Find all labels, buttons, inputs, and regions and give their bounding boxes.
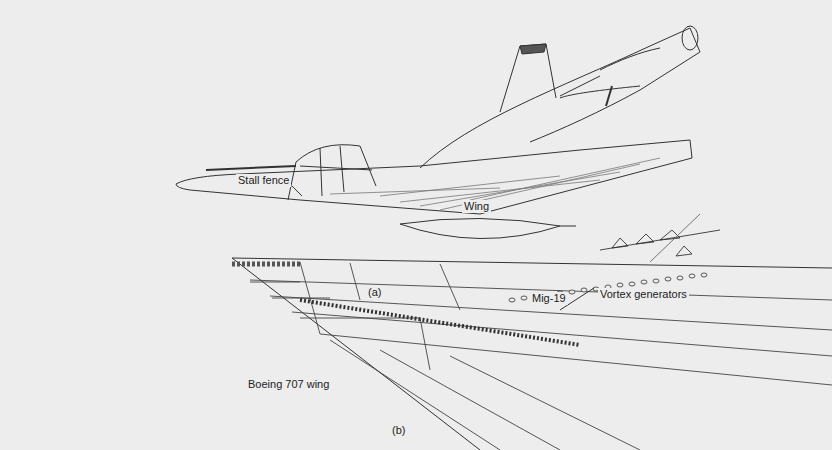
aircraft-name: Mig-19: [530, 292, 568, 305]
part-label: Vortex generators: [598, 288, 689, 301]
part-label: Boeing 707 wing: [246, 378, 331, 391]
figure-label: (b): [390, 424, 407, 437]
part-label: Wing: [462, 200, 491, 213]
boeing707-wing-drawing: [232, 214, 832, 450]
part-label: Stall fence: [236, 174, 291, 187]
figure-label: (a): [366, 286, 383, 299]
mig19-drawing: [176, 26, 700, 239]
